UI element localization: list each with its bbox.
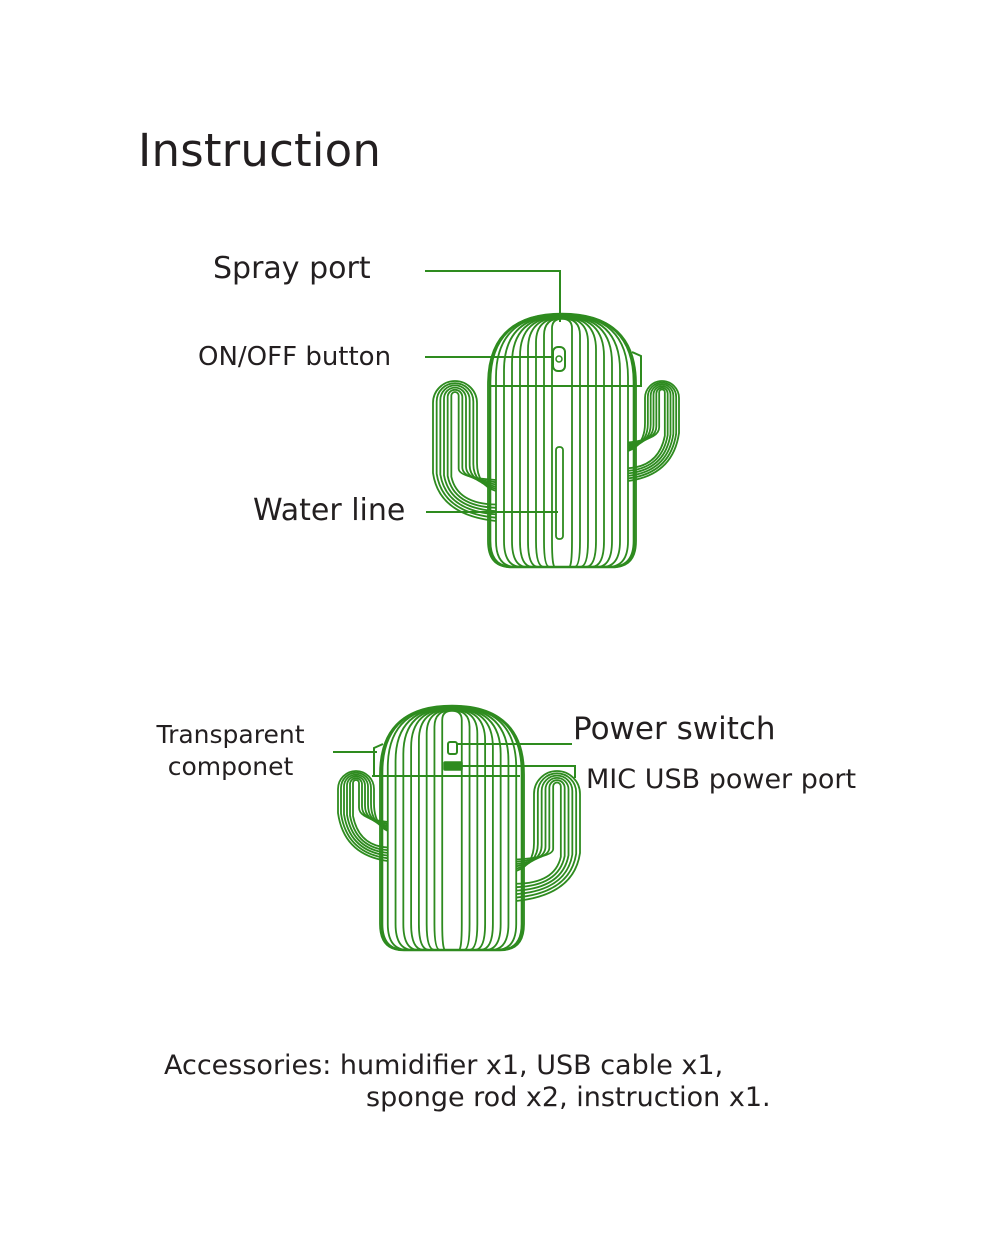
lid-tab	[631, 351, 642, 387]
body-rib	[402, 706, 502, 951]
page-title: Instruction	[138, 124, 382, 177]
body-rib	[527, 316, 597, 568]
body-rib	[519, 315, 605, 568]
body-rib	[410, 707, 494, 951]
body-rib	[543, 317, 581, 568]
usb-port-icon	[443, 761, 463, 771]
body-rib	[535, 316, 589, 568]
spray-port-label: Spray port	[213, 251, 371, 286]
right-arm-rib	[515, 779, 566, 889]
body-rib	[394, 706, 510, 951]
usb-power-port-label: MIC USB power port	[586, 764, 857, 795]
cactus-humidifier-front-icon	[432, 312, 680, 569]
body-rib	[433, 709, 471, 951]
right-arm-rib	[515, 770, 581, 902]
accessories-line-1: Accessories: humidifier x1, USB cable x1…	[164, 1050, 724, 1081]
transparent-component-label: Transparent componet	[156, 720, 305, 781]
body-rib	[503, 314, 621, 568]
body-outline	[380, 704, 524, 952]
spray-port-leader	[425, 270, 561, 322]
cactus-humidifier-back-icon	[337, 704, 581, 952]
water-line-label: Water line	[253, 493, 406, 528]
transparent-component-tab	[373, 743, 384, 777]
body-rib	[425, 708, 479, 951]
accessories-line-2: sponge rod x2, instruction x1.	[366, 1082, 771, 1113]
power-switch-label: Power switch	[573, 711, 776, 747]
on-off-dot	[555, 355, 563, 363]
power-switch-icon	[447, 741, 458, 755]
body-rib	[551, 317, 573, 568]
body-rib	[417, 708, 487, 951]
left-arm-rib	[446, 389, 497, 509]
usb-port-leader	[462, 765, 576, 778]
on-off-button-icon	[552, 346, 566, 372]
body-rib	[511, 314, 613, 568]
water-line-window	[555, 446, 564, 540]
leader-lines	[333, 270, 576, 778]
body-outline	[488, 312, 636, 569]
on-off-button-label: ON/OFF button	[198, 342, 392, 372]
body-rib	[441, 709, 463, 951]
